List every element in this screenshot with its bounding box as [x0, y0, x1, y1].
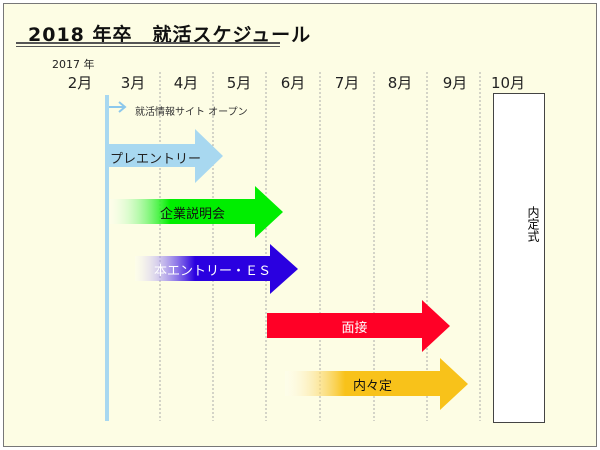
month-label: 2月 [67, 74, 93, 92]
pre-entry-arrow-label: プレエントリー [109, 152, 201, 167]
company-briefing-arrow [110, 186, 283, 238]
month-label: 10月 [490, 74, 526, 92]
site-open-arrow-icon [109, 101, 127, 113]
month-label: 9月 [442, 74, 468, 92]
month-label: 5月 [226, 74, 252, 92]
timeline-graphics [105, 72, 481, 421]
site-open-note: 就活情報サイト オープン [135, 107, 248, 118]
schedule-diagram: 2018 年卒 就活スケジュール 2017 年 2月 3月 4月 5月 6月 7月 8月 9月… [3, 3, 597, 447]
month-label: 8月 [387, 74, 413, 92]
month-label: 7月 [334, 74, 360, 92]
entry-es-arrow [135, 244, 298, 294]
start-line [105, 95, 109, 421]
company-briefing-arrow-label: 企業説明会 [159, 207, 225, 222]
interview-arrow-label: 面接 [341, 321, 368, 336]
year-label: 2017 年 [52, 58, 95, 71]
naitei-arrow [285, 358, 468, 410]
naitei-ceremony-label: 内定式 [526, 206, 540, 242]
naitei-ceremony-box: 内定式 [493, 93, 545, 423]
month-label: 6月 [280, 74, 306, 92]
page-title: 2018 年卒 就活スケジュール [28, 24, 312, 46]
entry-es-arrow-label: 本エントリー・ＥＳ [153, 264, 271, 279]
pre-entry-arrow [106, 129, 223, 183]
month-label: 4月 [173, 74, 199, 92]
title-underline [16, 42, 280, 47]
interview-arrow [267, 300, 450, 352]
naitei-arrow-label: 内々定 [352, 379, 392, 394]
month-label: 3月 [120, 74, 146, 92]
